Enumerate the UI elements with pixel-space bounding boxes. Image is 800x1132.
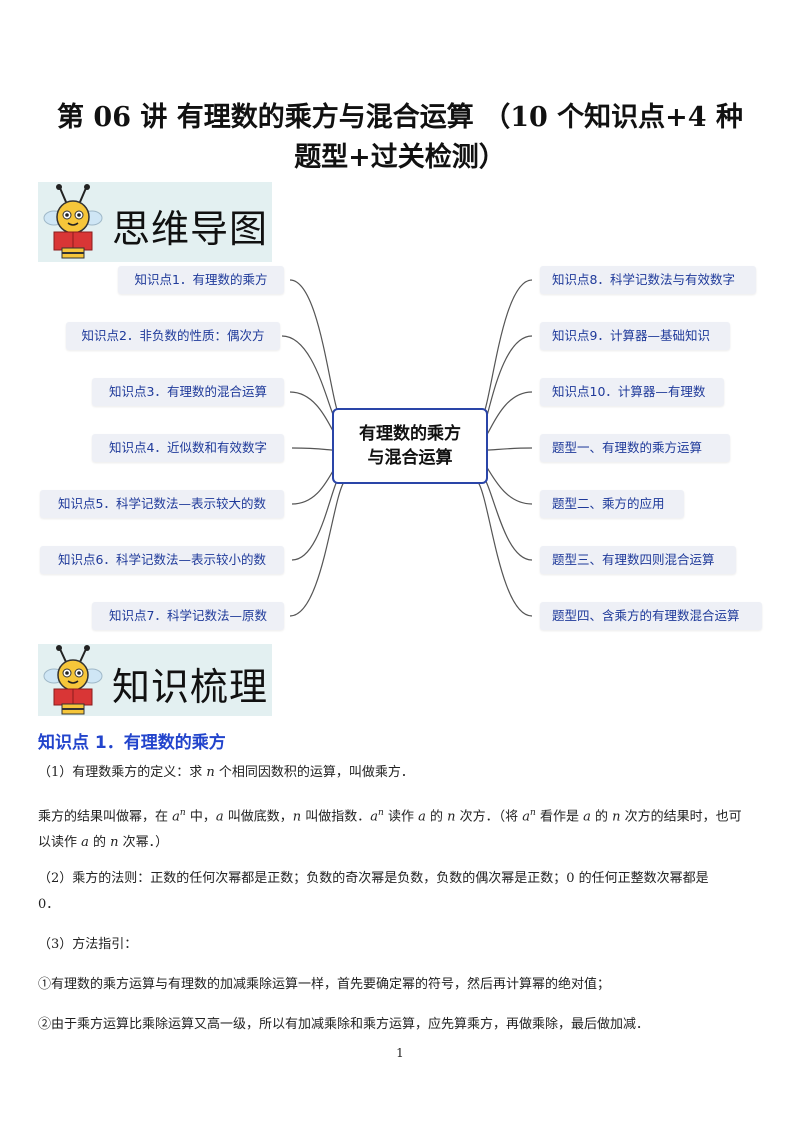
text: 的 <box>425 809 448 825</box>
text: 叫做指数． <box>301 809 371 825</box>
mindmap-node-kp2: 知识点2．非负数的性质：偶次方 <box>66 322 280 350</box>
center-line-1: 有理数的乘方 <box>359 424 461 444</box>
variable-n: n <box>447 809 456 825</box>
variable-n: n <box>179 808 186 818</box>
mindmap-node-type2: 题型二、乘方的应用 <box>540 490 684 518</box>
mindmap-node-kp7: 知识点7．科学记数法—原数 <box>92 602 284 630</box>
variable-a: a <box>370 809 379 825</box>
mindmap-node-kp10: 知识点10．计算器—有理数 <box>540 378 724 406</box>
mindmap-node-kp5: 知识点5．科学记数法—表示较大的数 <box>40 490 284 518</box>
paragraph-method-1: ①有理数的乘方运算与有理数的加减乘除运算一样，首先要确定幂的符号，然后再计算幂的… <box>38 977 611 992</box>
page-number: 1 <box>396 1046 404 1060</box>
text: 读作 <box>383 809 419 825</box>
mindmap-node-type3: 题型三、有理数四则混合运算 <box>540 546 736 574</box>
mindmap-center-node: 有理数的乘方 与混合运算 <box>332 408 488 484</box>
mindmap-node-kp9: 知识点9．计算器—基础知识 <box>540 322 730 350</box>
knowledge-banner-label: 知识梳理 <box>112 665 269 709</box>
variable-a: a <box>215 809 224 825</box>
text: 的 <box>590 809 613 825</box>
title-line-2: 题型+过关检测） <box>294 142 506 173</box>
text: （2）乘方的法则：正数的任何次幂都是正数；负数的奇次幂是负数，负数的偶次幂是正数… <box>38 871 709 886</box>
variable-a: a <box>172 809 180 825</box>
mindmap-node-type1: 题型一、有理数的乘方运算 <box>540 434 730 462</box>
text: 中， <box>185 809 216 825</box>
variable-n: n <box>378 808 384 818</box>
variable-n: n <box>612 809 621 825</box>
paragraph-method-title: （3）方法指引： <box>38 937 138 952</box>
knowledge-banner: 知识梳理 <box>38 644 272 716</box>
mindmap-node-kp4: 知识点4．近似数和有效数字 <box>92 434 284 462</box>
paragraph-rule: （2）乘方的法则：正数的任何次幂都是正数；负数的奇次幂是负数，负数的偶次幂是正数… <box>38 866 764 918</box>
mindmap-banner: 思维导图 <box>38 182 272 262</box>
paragraph-power: 乘方的结果叫做幂，在 an 中，a 叫做底数，n 叫做指数．an 读作 a 的 … <box>38 800 764 856</box>
mindmap-banner-label: 思维导图 <box>112 207 269 251</box>
variable-a: a <box>583 809 591 825</box>
text: 叫做底数， <box>223 809 293 825</box>
mindmap-node-type4: 题型四、含乘方的有理数混合运算 <box>540 602 762 630</box>
text: 个相同因数积的运算，叫做乘方． <box>214 765 414 780</box>
mindmap-node-kp8: 知识点8．科学记数法与有效数字 <box>540 266 756 294</box>
text: 以读作 <box>38 835 82 851</box>
variable-a: a <box>81 835 89 851</box>
title-line-1: 第 06 讲 有理数的乘方与混合运算 （10 个知识点+4 种 <box>57 102 743 133</box>
paragraph-method-2: ②由于乘方运算比乘除运算又高一级，所以有加减乘除和乘方运算，应先算乘方，再做乘除… <box>38 1017 650 1032</box>
variable-a: a <box>418 809 426 825</box>
center-line-2: 与混合运算 <box>367 448 453 468</box>
bee-reading-icon <box>43 645 103 715</box>
bee-reading-icon <box>43 184 103 259</box>
mindmap-node-kp1: 知识点1．有理数的乘方 <box>118 266 284 294</box>
text: （1）有理数乘方的定义：求 <box>38 765 207 780</box>
text: 乘方的结果叫做幂，在 <box>38 809 173 825</box>
text: 次方的结果时，也可 <box>620 809 742 825</box>
text: 看作是 <box>535 809 584 825</box>
text: 次幂．） <box>118 835 169 851</box>
text: 的 <box>88 835 111 851</box>
mindmap-node-kp6: 知识点6．科学记数法—表示较小的数 <box>40 546 284 574</box>
paragraph-definition: （1）有理数乘方的定义：求 n 个相同因数积的运算，叫做乘方． <box>38 760 764 786</box>
page-title: 第 06 讲 有理数的乘方与混合运算 （10 个知识点+4 种 题型+过关检测） <box>40 98 760 178</box>
variable-n: n <box>530 808 536 818</box>
variable-n: n <box>206 765 215 780</box>
variable-n: n <box>292 809 302 825</box>
text: 次方．（将 <box>455 809 523 825</box>
mindmap-node-kp3: 知识点3．有理数的混合运算 <box>92 378 284 406</box>
mind-map: 知识点1．有理数的乘方 知识点2．非负数的性质：偶次方 知识点3．有理数的混合运… <box>0 260 800 640</box>
variable-n: n <box>110 835 119 851</box>
text: 0． <box>38 897 60 912</box>
variable-a: a <box>522 809 531 825</box>
section-heading: 知识点 1．有理数的乘方 <box>38 733 226 753</box>
